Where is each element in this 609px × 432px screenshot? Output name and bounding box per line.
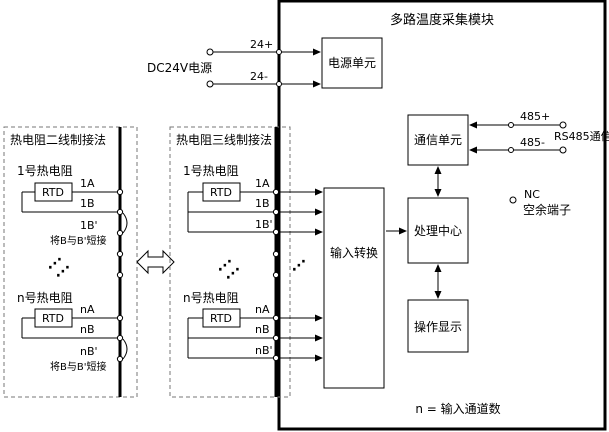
three-wire-ellipsis-3: ⋰ — [292, 258, 306, 274]
nc-label: 空余端子 — [523, 202, 571, 217]
three-wire-rtd1-text: RTD — [210, 186, 232, 199]
rs485-label: RS485通信 — [554, 130, 609, 143]
three-wire-nb-label: nB — [255, 323, 270, 336]
two-wire-terminal — [116, 271, 124, 279]
three-wire-terminal — [272, 354, 280, 362]
three-wire-terminal — [272, 188, 280, 196]
rs485-pos-label: 485+ — [520, 110, 550, 123]
three-wire-terminal — [272, 250, 280, 258]
two-wire-short-note-1: 将B与B'短接 — [50, 234, 106, 247]
three-wire-terminal — [272, 208, 280, 216]
three-wire-rtdn-text: RTD — [210, 312, 232, 325]
three-wire-ellipsis-2: ⋰ — [226, 266, 240, 282]
power-unit-box — [321, 37, 383, 89]
power-pos-label: 24+ — [250, 38, 273, 51]
input-conversion-box — [323, 187, 385, 389]
three-wire-terminal — [272, 334, 280, 342]
three-wire-terminal — [272, 314, 280, 322]
three-wire-1b-label: 1B — [255, 197, 270, 210]
two-wire-1a-label: 1A — [80, 177, 95, 190]
two-wire-terminal — [116, 250, 124, 258]
rs485-pos-junction — [508, 122, 514, 128]
channel-count-note: n = 输入通道数 — [415, 401, 500, 416]
nc-terminal — [509, 196, 517, 204]
two-wire-terminals — [116, 188, 124, 363]
rs485-pos-terminal — [559, 121, 567, 129]
power-neg-junction — [276, 81, 282, 87]
three-wire-na-label: nA — [255, 303, 270, 316]
two-wire-nb2-label: nB' — [80, 345, 98, 358]
two-wire-short-jumper-1 — [122, 212, 128, 234]
two-wire-rtd1-text: RTD — [42, 186, 64, 199]
three-wire-terminals — [272, 188, 280, 362]
three-wire-nb2-label: nB' — [255, 344, 273, 357]
three-wire-ellipsis-1: ⋰ — [218, 258, 232, 274]
nc-code: NC — [524, 188, 540, 201]
three-wire-panel — [169, 126, 291, 398]
panel-equivalence-arrow — [136, 249, 175, 275]
module-frame — [277, 0, 607, 431]
three-wire-terminal — [272, 271, 280, 279]
three-wire-1a-label: 1A — [255, 177, 270, 190]
three-wire-rtdn-label: n号热电阻 — [183, 291, 239, 305]
two-wire-rtdn-label: n号热电阻 — [17, 291, 73, 305]
three-wire-title: 热电阻三线制接法 — [176, 132, 272, 147]
comm-unit-label: 通信单元 — [414, 133, 462, 147]
two-wire-ellipsis-1: ⋰ — [48, 256, 62, 272]
module-title: 多路温度采集模块 — [390, 12, 494, 28]
two-wire-title: 热电阻二线制接法 — [10, 132, 106, 147]
cpu-box — [407, 197, 469, 264]
two-wire-1b-label: 1B — [80, 197, 95, 210]
power-pos-terminal — [206, 48, 214, 56]
rs485-neg-label: 485- — [520, 136, 545, 149]
two-wire-rtd1-label: 1号热电阻 — [17, 164, 73, 178]
two-wire-terminal — [116, 229, 124, 237]
power-neg-terminal — [206, 80, 214, 88]
two-wire-terminal — [116, 188, 124, 196]
two-wire-ellipsis-2: ⋰ — [56, 264, 70, 280]
two-wire-terminal — [116, 314, 124, 322]
two-wire-terminal — [116, 355, 124, 363]
rs485-neg-terminal — [559, 146, 567, 154]
input-arrows — [279, 188, 323, 362]
two-wire-1b2-label: 1B' — [80, 219, 98, 232]
two-wire-nb-label: nB — [80, 323, 95, 336]
two-wire-short-note-n: 将B与B'短接 — [50, 360, 106, 373]
power-source-label: DC24V电源 — [147, 61, 212, 75]
power-pos-junction — [276, 49, 282, 55]
rs485-neg-junction — [508, 147, 514, 153]
two-wire-terminal — [116, 334, 124, 342]
input-conversion-label: 输入转换 — [330, 245, 378, 260]
two-wire-rtdn-text: RTD — [42, 312, 64, 325]
three-wire-1b2-label: 1B' — [255, 218, 273, 231]
cpu-label: 处理中心 — [414, 223, 462, 238]
display-box — [407, 299, 469, 353]
comm-unit-box — [407, 114, 469, 166]
two-wire-terminal — [116, 208, 124, 216]
power-neg-label: 24- — [250, 70, 268, 83]
three-wire-rtd1-label: 1号热电阻 — [183, 164, 239, 178]
three-wire-terminal — [272, 228, 280, 236]
display-label: 操作显示 — [414, 319, 462, 334]
two-wire-short-jumper-n — [122, 338, 128, 360]
power-unit-label: 电源单元 — [328, 56, 376, 70]
two-wire-na-label: nA — [80, 303, 95, 316]
